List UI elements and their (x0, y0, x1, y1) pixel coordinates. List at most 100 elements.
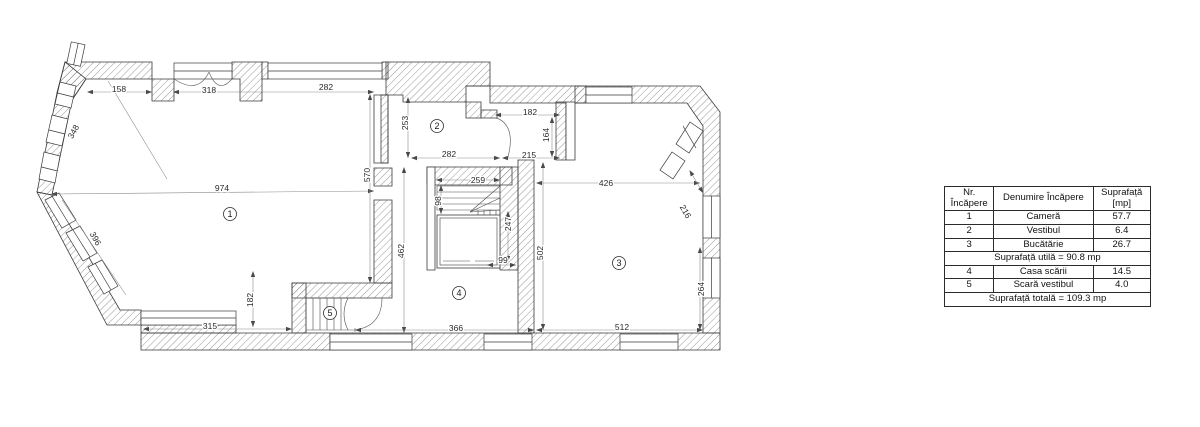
dimension-label-halo: 182 (523, 107, 537, 117)
room-number-text: 5 (327, 308, 332, 318)
table-total-row: Suprafață totală = 109.3 mp (944, 292, 1151, 307)
room-number-badges: 1 2 3 4 5 (223, 119, 626, 320)
cell-name: Casa scării (993, 264, 1094, 280)
dimension-label-halo: 215 (522, 150, 536, 160)
dimension-label-halo: 282 (442, 149, 456, 159)
cell-area: 26.7 (1092, 237, 1151, 253)
dimension-label-halo: 99 (498, 255, 508, 265)
room-number-circle (323, 306, 337, 320)
cell-nr: 2 (943, 223, 995, 239)
table-header: Nr. Încăpere Denumire Încăpere Suprafață… (943, 185, 1151, 212)
dimension-label-halo: 182 (245, 293, 255, 307)
cell-area: 4.0 (1092, 278, 1151, 293)
dimension-label: 318 (202, 85, 216, 95)
dimension-label: 264 (696, 282, 706, 296)
dimension-label-halo: 98 (433, 196, 443, 206)
dimension-label-halo: 570 (362, 168, 372, 182)
room-number-badge: 4 (452, 286, 466, 300)
table-row: 3 Bucătărie 26.7 (943, 237, 1151, 253)
dimension-label: 99 (498, 255, 508, 265)
dimension-label-halo: 282 (319, 82, 333, 92)
cell-nr: 3 (943, 237, 995, 253)
dimension-label: 502 (535, 246, 545, 260)
table-subtotal-row: Suprafață utilă = 90.8 mp (944, 251, 1151, 266)
room-number-badge: 3 (612, 256, 626, 270)
room-number-badge: 5 (323, 306, 337, 320)
dimension-label-halo: 315 (203, 321, 217, 331)
dimension-label-halo: 253 (400, 116, 410, 130)
dimension-label-halo: 247 (503, 217, 513, 231)
dimension-label: 259 (471, 175, 485, 185)
dimension-label: 215 (522, 150, 536, 160)
dimension-label: 253 (400, 116, 410, 130)
dimension-label-halo: 974 (215, 183, 229, 193)
staircase-main (436, 185, 501, 269)
header-nr-line2: Încăpere (950, 197, 988, 209)
dimension-label: 348 (66, 123, 82, 140)
room-number-circle (612, 256, 626, 270)
table-row: 1 Cameră 57.7 (943, 210, 1151, 225)
dimension-label: 182 (245, 293, 255, 307)
dimension-label-halo: 164 (541, 128, 551, 142)
dimension-label-halo: 462 (396, 244, 406, 258)
room-number-text: 1 (227, 209, 232, 219)
cell-area: 14.5 (1092, 264, 1151, 280)
dimension-label: 98 (433, 196, 443, 206)
room-number-circle (452, 286, 466, 300)
table-row: 5 Scară vestibul 4.0 (943, 278, 1151, 293)
dimension-label: 512 (615, 322, 629, 332)
header-area-line1: Suprafață (1101, 187, 1143, 198)
wall-bodies (36, 61, 721, 351)
dimension-lines (51, 80, 704, 333)
dimension-label: 315 (203, 321, 217, 331)
room-number-badge: 1 (223, 207, 237, 221)
cell-nr: 5 (943, 278, 995, 293)
dimension-label: 182 (523, 107, 537, 117)
dimension-label-halo: 512 (615, 322, 629, 332)
dimension-label: 570 (362, 168, 372, 182)
header-name: Denumire Încăpere (993, 185, 1094, 212)
cell-subtotal: Suprafață utilă = 90.8 mp (944, 251, 1151, 266)
header-area: Suprafață [mp] (1092, 185, 1151, 212)
dimension-label: 426 (599, 178, 613, 188)
dimension-label: 282 (442, 149, 456, 159)
room-number-text: 3 (616, 258, 621, 268)
dimension-label: 366 (449, 323, 463, 333)
cell-name: Cameră (993, 210, 1094, 225)
cell-name: Bucătărie (993, 237, 1094, 253)
dimension-label-halo: 318 (202, 85, 216, 95)
dimension-label: 164 (541, 128, 551, 142)
cell-name: Vestibul (993, 223, 1094, 239)
header-nr: Nr. Încăpere (943, 185, 995, 212)
header-area-line2: [mp] (1112, 197, 1131, 209)
cell-name: Scară vestibul (993, 278, 1094, 293)
table-row: 2 Vestibul 6.4 (943, 223, 1151, 239)
room-area-table: Nr. Încăpere Denumire Încăpere Suprafață… (943, 185, 1151, 307)
cell-total: Suprafață totală = 109.3 mp (944, 292, 1151, 307)
table-body: 1 Cameră 57.7 2 Vestibul 6.4 3 Bucătărie… (943, 210, 1151, 307)
dimension-label: 462 (396, 244, 406, 258)
dimension-label-halo: 259 (471, 175, 485, 185)
dimension-label: 247 (503, 217, 513, 231)
dimension-label-halo: 264 (696, 282, 706, 296)
window-openings (38, 41, 721, 351)
table-row: 4 Casa scării 14.5 (943, 264, 1151, 280)
dimension-label-halo: 502 (535, 246, 545, 260)
cell-nr: 4 (943, 264, 995, 280)
room-number-badge: 2 (430, 119, 444, 133)
dimension-label-halo: 366 (449, 323, 463, 333)
dimension-label: 216 (678, 203, 694, 221)
cell-nr: 1 (943, 210, 995, 225)
room-number-circle (430, 119, 444, 133)
cell-area: 6.4 (1092, 223, 1151, 239)
room-number-circle (223, 207, 237, 221)
cell-area: 57.7 (1092, 210, 1151, 225)
header-nr-line1: Nr. (963, 187, 976, 198)
room-number-text: 2 (434, 121, 439, 131)
dimension-label: 282 (319, 82, 333, 92)
table-header-row: Nr. Încăpere Denumire Încăpere Suprafață… (943, 185, 1151, 212)
dimension-label-halo: 158 (112, 84, 126, 94)
room-number-text: 4 (456, 288, 461, 298)
dimension-label: 158 (112, 84, 126, 94)
